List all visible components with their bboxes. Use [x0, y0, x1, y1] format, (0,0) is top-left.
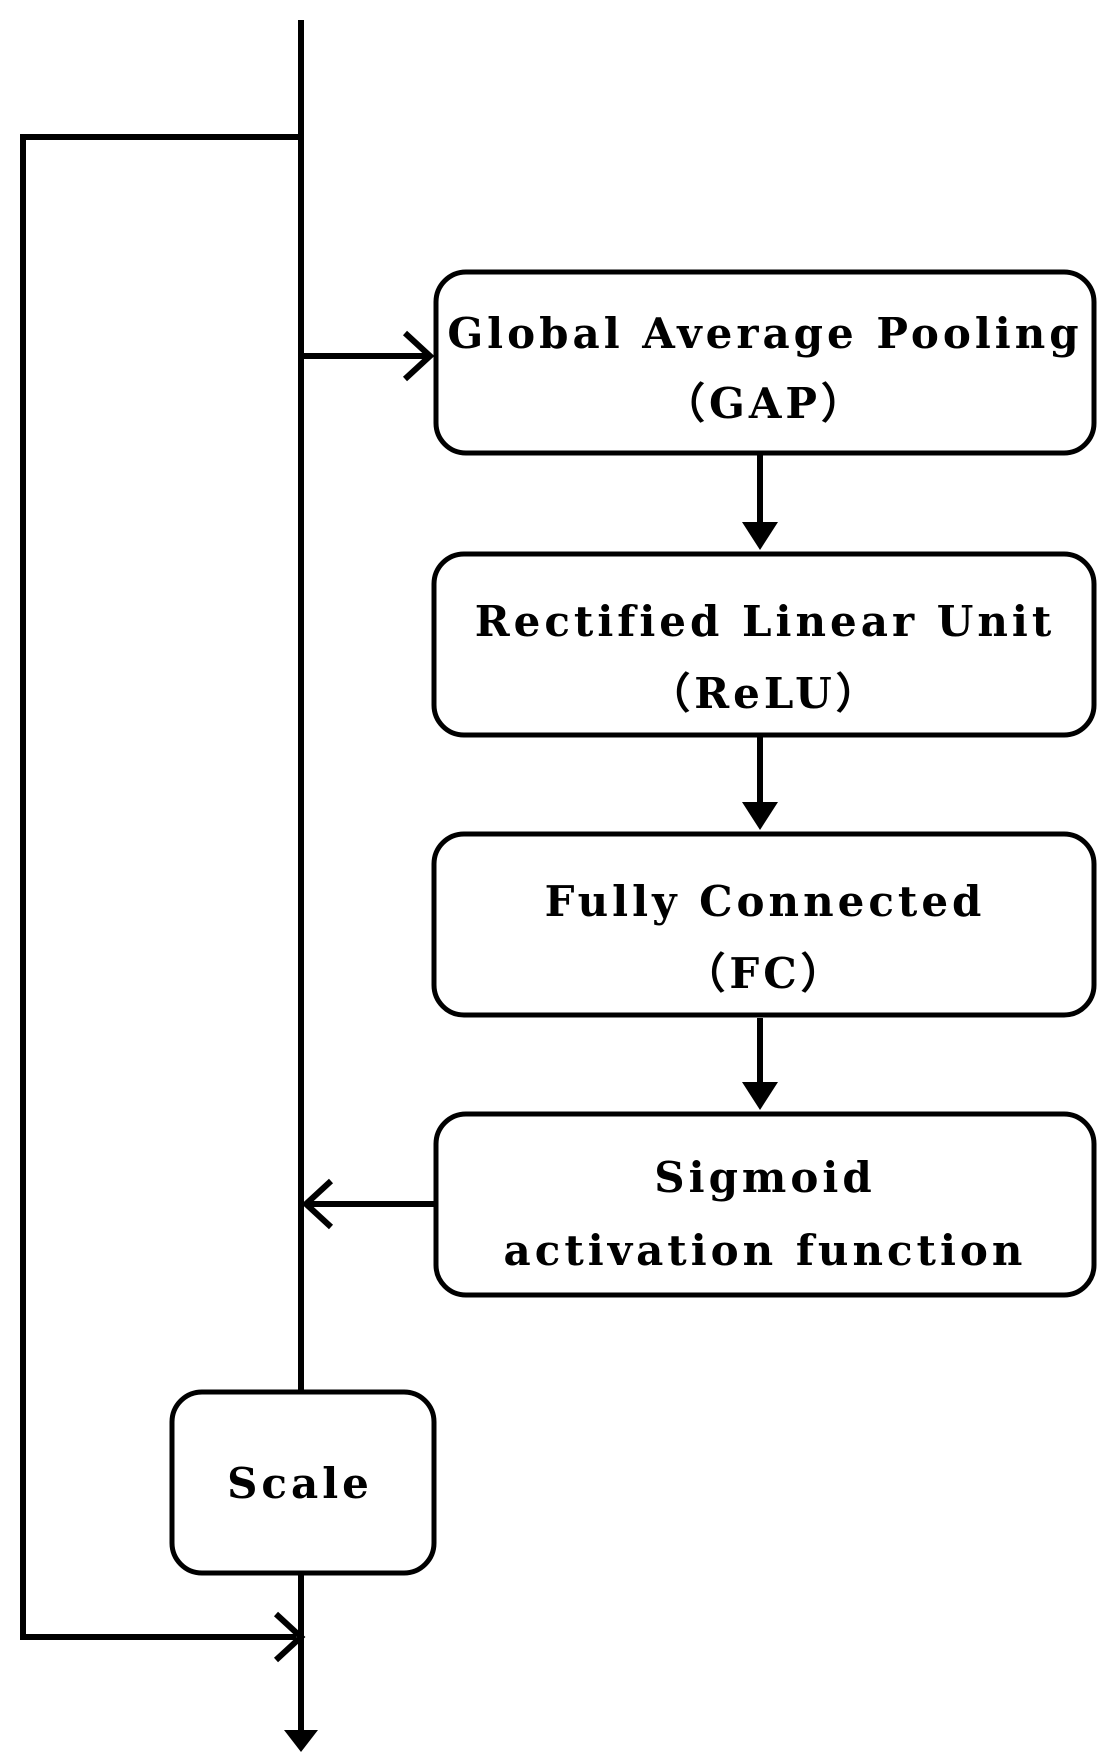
sigmoid-node: Sigmoid activation function [433, 1111, 1097, 1298]
sigmoid-label-line1: Sigmoid [654, 1153, 875, 1202]
gap-box [433, 269, 1097, 456]
output-arrowhead [284, 1730, 318, 1752]
relu-label-line1: Rectified Linear Unit [475, 597, 1056, 646]
fc-to-sigmoid-arrowhead [742, 1082, 778, 1110]
sigmoid-box [433, 1111, 1097, 1298]
relu-node: Rectified Linear Unit （ReLU） [431, 551, 1097, 738]
gap-label-line1: Global Average Pooling [447, 309, 1082, 358]
gap-to-relu-arrowhead [742, 522, 778, 550]
gap-node: Global Average Pooling （GAP） [433, 269, 1097, 456]
skip-connection-line [20, 134, 301, 1640]
scale-node: Scale [169, 1389, 437, 1576]
relu-box [431, 551, 1097, 738]
relu-to-fc-arrowhead [742, 802, 778, 830]
fc-box [431, 831, 1097, 1018]
fc-label-line2: （FC） [683, 949, 846, 998]
gap-label-line2: （GAP） [663, 379, 867, 428]
fc-node: Fully Connected （FC） [431, 831, 1097, 1018]
fc-label-line1: Fully Connected [545, 877, 986, 926]
trunk-to-gap-arrowhead [402, 330, 435, 382]
relu-label-line2: （ReLU） [648, 669, 882, 718]
scale-box [169, 1389, 437, 1576]
sigmoid-to-trunk-arrowhead [301, 1178, 334, 1230]
scale-label: Scale [227, 1459, 373, 1508]
sigmoid-label-line2: activation function [504, 1226, 1027, 1275]
